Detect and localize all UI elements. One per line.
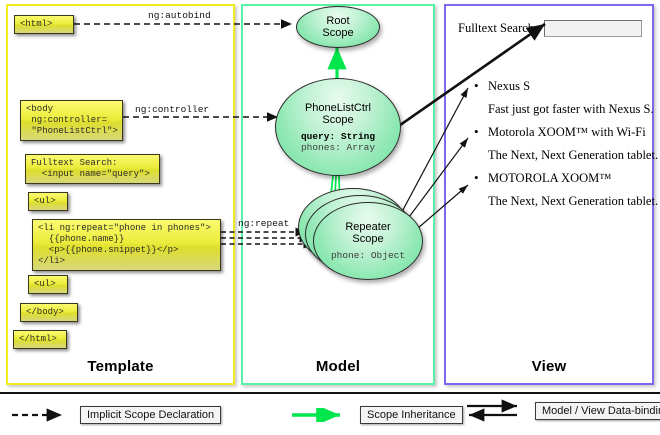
code-box-body-open: <body ng:controller= "PhoneListCtrl"> (20, 100, 123, 141)
double-arrow-icon (467, 399, 517, 422)
ctrl-scope-title-line2: Scope (322, 113, 354, 126)
legend-divider (0, 392, 660, 394)
phonelistctrl-scope-node: PhoneListCtrl Scope query: String phones… (275, 78, 401, 176)
view-search-row: Fulltext Search: (458, 20, 642, 37)
list-item: Nexus S Fast just got faster with Nexus … (472, 77, 654, 118)
ctrl-scope-properties: query: String phones: Array (301, 131, 375, 153)
view-column: Fulltext Search: Nexus S Fast just got f… (444, 4, 659, 385)
phone-name: Motorola XOOM™ with Wi-Fi (472, 123, 652, 141)
root-scope-node: Root Scope (296, 6, 380, 48)
dashed-arrow-icon (12, 408, 62, 422)
template-column-label: Template (87, 358, 154, 375)
ctrl-scope-title-line1: PhoneListCtrl (304, 101, 372, 114)
code-box-body-close: </body> (20, 303, 78, 322)
repeater-scope-prop-phone: phone: Object (330, 250, 406, 261)
green-arrow-icon (292, 408, 340, 422)
legend-item-scope-inheritance: Scope Inheritance (290, 404, 463, 426)
edge-label-repeat: ng:repeat (238, 218, 290, 229)
phone-name: Nexus S (472, 77, 652, 95)
legend-label-data-binding: Model / View Data-binding (535, 402, 660, 420)
phone-name: MOTOROLA XOOM™ (472, 169, 652, 187)
ctrl-scope-prop-phones: phones: Array (300, 141, 376, 153)
repeater-scope-node-front: Repeater Scope phone: Object (313, 202, 423, 280)
code-box-ul-close: <ul> (28, 275, 68, 294)
edge-label-autobind: ng:autobind (148, 10, 211, 21)
code-box-fulltext-search: Fulltext Search: <input name="query"> (25, 154, 160, 184)
phone-snippet: The Next, Next Generation tablet. (488, 194, 659, 208)
code-box-ul-open: <ul> (28, 192, 68, 211)
repeater-scope-title-line1: Repeater (345, 221, 391, 233)
list-item: MOTOROLA XOOM™ The Next, Next Generation… (472, 169, 659, 210)
root-scope-title-line1: Root (326, 15, 350, 27)
phone-snippet: The Next, Next Generation tablet. (488, 148, 659, 162)
ctrl-scope-prop-query: query: String (300, 130, 376, 142)
code-box-html-open: <html> (14, 15, 74, 34)
repeater-scope-title-line2: Scope (352, 233, 384, 245)
edge-label-controller: ng:controller (135, 104, 210, 115)
view-search-label: Fulltext Search: (458, 21, 538, 35)
code-box-li-repeat: <li ng:repeat="phone in phones"> {{phone… (32, 219, 221, 271)
legend-label-scope-inheritance: Scope Inheritance (360, 406, 463, 424)
phone-list: Nexus S Fast just got faster with Nexus … (472, 77, 659, 216)
legend-item-data-binding: Model / View Data-binding (465, 399, 660, 422)
phone-snippet: Fast just got faster with Nexus S. (488, 102, 654, 116)
legend-item-implicit-scope: Implicit Scope Declaration (10, 404, 222, 426)
root-scope-title-line2: Scope (322, 27, 354, 39)
legend: Implicit Scope Declaration Scope Inherit… (0, 398, 660, 435)
list-item: Motorola XOOM™ with Wi-Fi The Next, Next… (472, 123, 659, 164)
fulltext-search-input[interactable] (543, 20, 642, 37)
view-column-label: View (531, 358, 567, 375)
legend-label-implicit-scope: Implicit Scope Declaration (80, 406, 222, 424)
code-box-html-close: </html> (13, 330, 67, 349)
model-column-label: Model (315, 358, 361, 375)
